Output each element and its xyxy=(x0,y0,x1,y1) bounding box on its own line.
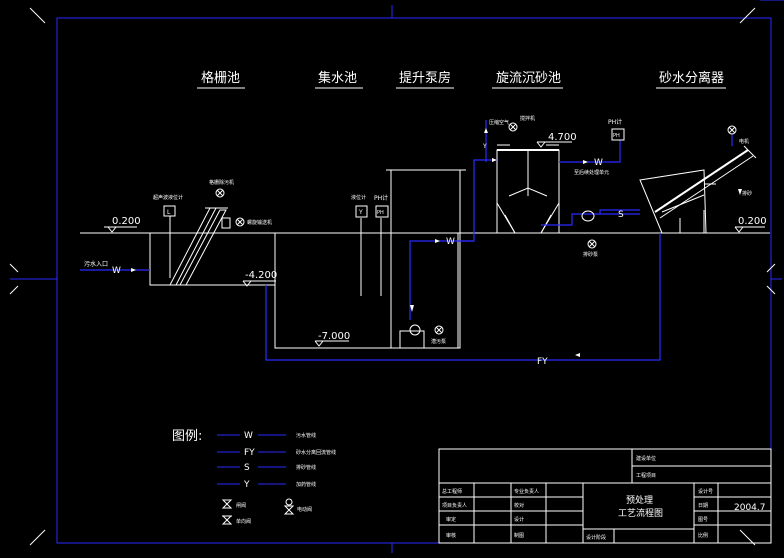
legend-code-fy: FY xyxy=(244,448,255,458)
label-level-meter: 超声波液位计 xyxy=(153,194,183,201)
section-title-collect: 集水池 xyxy=(318,70,357,86)
section-title-grit: 旋流沉砂池 xyxy=(496,71,561,86)
tb-project-name: 工程项目 xyxy=(636,472,656,479)
level-sump-bottom: -7.000 xyxy=(318,331,350,342)
label-conveyor: 螺旋输送机 xyxy=(247,219,272,226)
symbol-s-line: S xyxy=(618,210,624,220)
symbol-y-box: Y xyxy=(358,209,363,216)
label-submersible-pump: 潜污泵 xyxy=(431,338,446,345)
legend-desc-fy: 砂水分离回流管线 xyxy=(296,449,336,456)
tb-mid-4: 制图 xyxy=(514,532,524,539)
tb-mid-2: 校对 xyxy=(514,502,524,509)
tb-drawing-title-1: 预处理 xyxy=(626,494,653,506)
tb-left-4: 审核 xyxy=(446,532,456,539)
w-outlet-pipe xyxy=(559,150,621,163)
section-title-pump: 提升泵房 xyxy=(399,70,451,86)
tb-project-unit: 建设单位 xyxy=(636,455,656,462)
level-labels: 0.200 -4.200 -7.000 4.700 0.200 xyxy=(112,132,767,342)
equipment-labels: 污水入口 超声波液位计 格栅除污机 螺旋输送机 液位计 PH计 潜污泵 压缩空气… xyxy=(84,115,752,345)
label-level-sensor: 液位计 xyxy=(351,194,366,201)
sand-pump-icon xyxy=(587,239,597,249)
section-title-grille: 格栅池 xyxy=(201,70,240,86)
level-ground-left: 0.200 xyxy=(112,216,141,227)
label-compressed-air: 压缩空气 xyxy=(489,119,509,126)
level-marks xyxy=(104,141,765,347)
tb-date: 2004.7 xyxy=(734,503,766,513)
symbol-level: L xyxy=(167,209,171,216)
tb-right-2: 日期 xyxy=(698,503,708,509)
legend-code-s: S xyxy=(244,463,250,473)
conveyor-icon xyxy=(235,217,245,227)
legend-code-w: W xyxy=(244,431,253,441)
section-headings: 格栅池 集水池 提升泵房 旋流沉砂池 砂水分离器 xyxy=(197,70,726,89)
devices xyxy=(215,122,737,349)
legend-desc-s: 排砂管线 xyxy=(296,464,316,471)
separator-screw xyxy=(654,149,749,213)
tb-left-1: 总工程师 xyxy=(442,488,462,495)
label-sand-pump: 排砂泵 xyxy=(583,251,598,258)
submersible-pump-icon xyxy=(434,325,444,335)
tb-left-3: 审定 xyxy=(446,516,456,523)
collect-sump xyxy=(274,233,459,349)
tb-drawing-title-2: 工艺流程图 xyxy=(618,507,663,519)
label-stirrer: 搅拌机 xyxy=(520,115,535,122)
legend-title: 图例: xyxy=(172,429,202,444)
legend-desc-w: 污水管线 xyxy=(296,432,316,439)
legend-desc-y: 加药管线 xyxy=(296,481,316,488)
grille-channel xyxy=(149,233,276,286)
s-sand-pipe xyxy=(541,209,640,226)
symbol-ph-box: PH xyxy=(377,210,384,216)
label-to-next: 至后续处理单元 xyxy=(574,169,609,176)
tb-right-4: 比例 xyxy=(698,532,708,539)
tb-right-1: 设计号 xyxy=(698,488,713,495)
label-ph-pump: PH计 xyxy=(374,194,388,202)
legend-code-y: Y xyxy=(243,480,250,490)
symbol-labels: L Y PH Y W W W S FY PH xyxy=(112,133,624,367)
symbol-w-outlet: W xyxy=(594,158,603,168)
sheet-frame xyxy=(10,0,784,553)
label-inlet: 污水入口 xyxy=(84,260,108,268)
legend-valve-electric: 电动阀 xyxy=(297,506,312,513)
pump-house xyxy=(390,169,461,349)
label-sand-out: 排砂 xyxy=(742,190,752,197)
tb-mid-1: 专业负责人 xyxy=(514,488,539,495)
fy-return-pipe xyxy=(265,233,661,361)
symbol-w-inlet: W xyxy=(112,266,121,276)
label-ph-grit: PH计 xyxy=(608,118,622,126)
symbol-w-pump: W xyxy=(446,237,455,247)
label-grille-machine: 格栅除污机 xyxy=(209,179,234,186)
legend-valve-gate: 闸阀 xyxy=(236,502,246,509)
tb-mid-3: 设计 xyxy=(514,516,524,523)
title-block xyxy=(438,448,772,544)
legend-valve-check: 单向阀 xyxy=(236,518,251,525)
section-title-separator: 砂水分离器 xyxy=(659,70,724,86)
tb-right-3: 图号 xyxy=(698,517,708,523)
tb-left-2: 项目负责人 xyxy=(442,502,467,509)
sand-separator xyxy=(639,169,707,234)
title-block-text: 建设单位 工程项目 预处理 工艺流程图 总工程师 项目负责人 审定 审核 专业负… xyxy=(442,455,766,541)
legend: 图例: W 污水管线 FY 砂水分离回流管线 S 排砂管线 Y 加药管线 闸阀 … xyxy=(172,429,336,525)
level-ground-right: 0.200 xyxy=(738,216,767,227)
grille-motor-icon xyxy=(215,188,225,198)
label-sand-motor: 电机 xyxy=(739,138,749,145)
flow-arrows xyxy=(131,128,742,357)
structures xyxy=(80,144,770,349)
symbol-ph-grit-box: PH xyxy=(613,133,620,139)
symbol-y-line: Y xyxy=(482,143,487,150)
level-grille-bottom: -4.200 xyxy=(245,270,277,281)
separator-motor-icon xyxy=(727,125,737,135)
pipelines xyxy=(80,120,733,361)
level-grit-top: 4.700 xyxy=(548,132,577,143)
grille-machine xyxy=(169,207,217,286)
tb-stage: 设计阶段 xyxy=(586,534,606,541)
symbol-fy-line: FY xyxy=(537,357,548,367)
stirrer-motor-icon xyxy=(508,122,518,132)
